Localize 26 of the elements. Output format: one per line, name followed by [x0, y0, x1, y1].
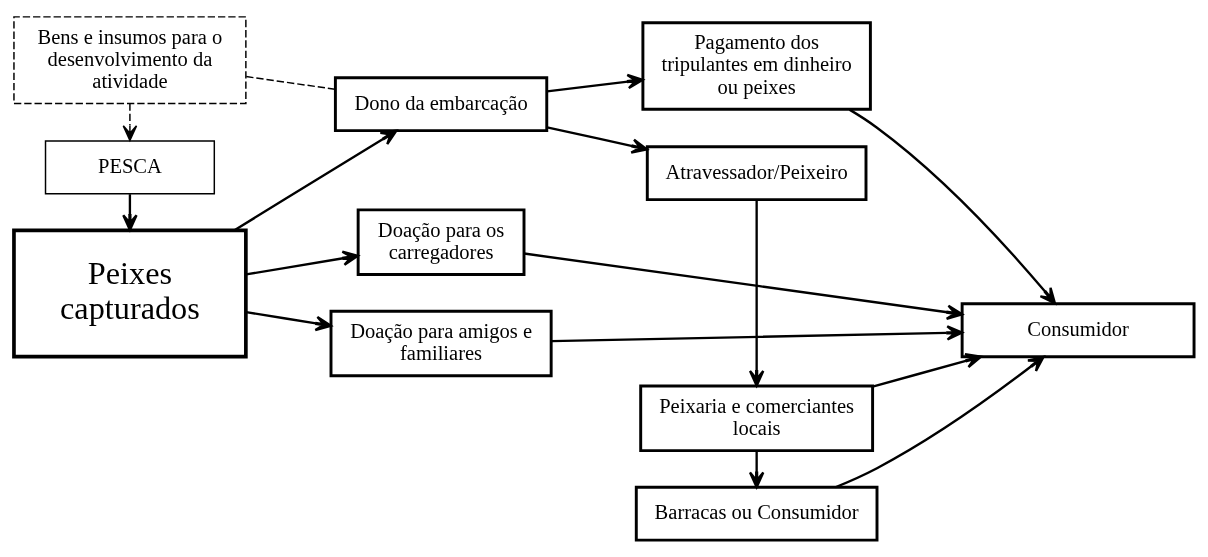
node-box: Consumidor — [960, 302, 1196, 359]
arrow — [748, 199, 765, 387]
arrow — [848, 108, 1057, 305]
arrow — [872, 353, 983, 388]
arrow — [551, 325, 964, 343]
connector — [245, 75, 336, 90]
node-box: Doação para os carregadores — [356, 208, 526, 276]
arrow — [546, 73, 644, 93]
arrow — [834, 355, 1045, 489]
arrow — [122, 194, 138, 232]
arrow — [546, 126, 649, 154]
arrow — [122, 102, 138, 142]
node-box: Dono da embarcação — [333, 76, 549, 133]
arrow — [245, 250, 360, 276]
node-box: Barracas ou Consumidor — [634, 485, 879, 542]
node-box: Peixaria e comerciantes locais — [639, 384, 875, 453]
arrow — [245, 310, 333, 332]
node-box: Pagamento dos tripulantes em dinheiro ou peixes — [641, 21, 872, 111]
node-box: Atravessador/Peixeiro — [645, 145, 868, 202]
arrow — [748, 450, 765, 489]
arrow — [233, 129, 398, 232]
node-box: PESCA — [44, 140, 216, 195]
node-box: Bens e insumos para o desenvolvimento da atividade — [13, 16, 247, 105]
node-box: Peixes capturados — [12, 228, 248, 359]
arrow — [523, 252, 964, 321]
node-box: Doação para amigos e familiares — [329, 309, 553, 378]
